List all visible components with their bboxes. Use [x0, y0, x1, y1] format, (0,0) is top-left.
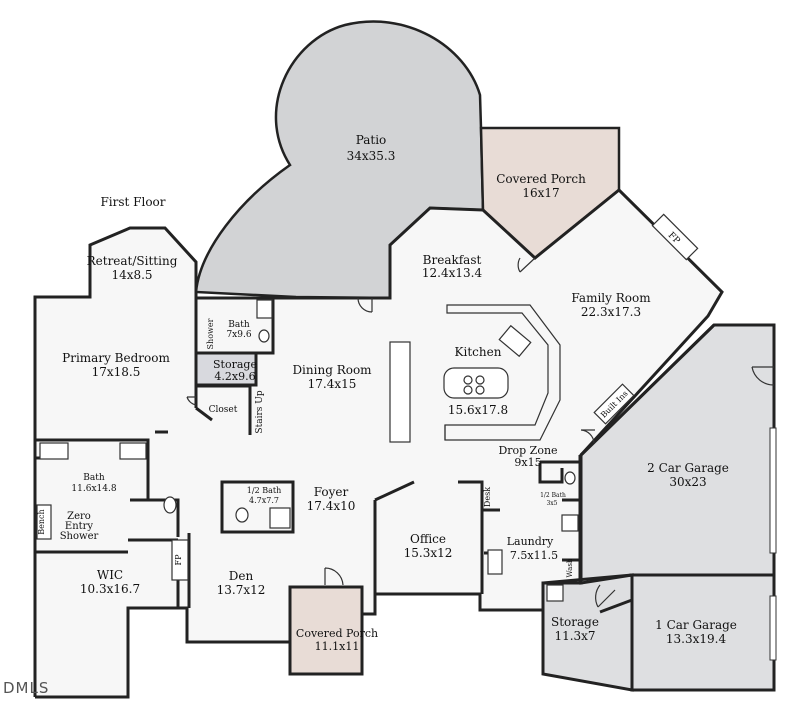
vanity-sink-1	[39, 442, 69, 460]
fireplace-family	[651, 213, 699, 261]
bath-primary-label: Bath	[83, 473, 105, 483]
kitchen-label: Kitchen	[455, 345, 502, 359]
laundry-dims: 7.5x11.5	[510, 549, 558, 562]
storage-small-box	[194, 351, 258, 387]
zero-entry-line1: Zero	[67, 511, 91, 522]
built-ins-box	[593, 383, 635, 425]
one-car-garage-dims: 13.3x19.4	[666, 632, 727, 646]
half-bath-sink	[269, 507, 291, 529]
interior-area	[35, 190, 722, 697]
watermark: DMLS	[3, 679, 49, 697]
storage-garage-dims: 11.3x7	[554, 629, 595, 643]
foyer-dims: 17.4x10	[307, 499, 356, 513]
patio-area	[194, 20, 485, 300]
laundry-toilet	[564, 471, 576, 485]
bath-small-dims: 7x9.6	[226, 330, 251, 340]
storage-garage-area	[541, 573, 634, 692]
covered-porch-rear-label: Covered Porch	[496, 172, 586, 186]
breakfast-label: Breakfast	[423, 253, 482, 267]
den-dims: 13.7x12	[217, 583, 266, 597]
den-label: Den	[229, 569, 254, 583]
fireplace-den	[171, 539, 189, 581]
two-car-garage-dims: 30x23	[669, 475, 706, 489]
shower-label: Shower	[206, 318, 215, 349]
vanity-sink-2	[119, 442, 147, 460]
garage-window-2	[769, 595, 777, 661]
patio-dims: 34x35.3	[347, 149, 396, 163]
kitchen-dims: 15.6x17.8	[448, 403, 508, 417]
storage-garage-unit	[546, 584, 564, 602]
laundry-label: Laundry	[507, 535, 554, 548]
closet-label: Closet	[209, 405, 238, 415]
floor-label: First Floor	[100, 195, 165, 209]
fp-den-label: FP	[174, 554, 183, 566]
retreat-dims: 14x8.5	[111, 268, 152, 282]
wic-label: WIC	[97, 568, 123, 582]
primary-bedroom-label: Primary Bedroom	[62, 351, 170, 365]
dining-room-label: Dining Room	[292, 363, 372, 377]
zero-entry-line2: Entry	[65, 521, 94, 532]
desk-label: Desk	[483, 487, 492, 507]
half-bath-toilet	[235, 507, 249, 523]
half-bath-foyer-dims: 4.7x7.7	[249, 496, 279, 505]
dining-room-dims: 17.4x15	[308, 377, 357, 391]
one-car-garage-label: 1 Car Garage	[655, 618, 737, 632]
family-room-label: Family Room	[571, 291, 651, 305]
wash-label: Wash	[566, 558, 574, 577]
kitchen-island	[443, 367, 509, 399]
covered-porch-front-dims: 11.1x11	[315, 640, 360, 653]
toilet-primary	[163, 496, 177, 514]
office-label: Office	[410, 532, 446, 546]
half-bath-foyer-label: 1/2 Bath	[247, 486, 281, 495]
breakfast-dims: 12.4x13.4	[422, 266, 483, 280]
wic-dims: 10.3x16.7	[80, 582, 140, 596]
bath-primary-dims: 11.6x14.8	[71, 484, 116, 494]
family-room-dims: 22.3x17.3	[581, 305, 641, 319]
two-car-garage-label: 2 Car Garage	[647, 461, 729, 475]
storage-small-dims: 4.2x9.6	[214, 370, 255, 383]
foyer-label: Foyer	[314, 485, 349, 499]
bench-box	[36, 504, 52, 540]
bench-label: Bench	[37, 509, 46, 534]
dining-buffet	[389, 341, 411, 443]
bath-small-sink	[256, 299, 273, 319]
laundry-sink	[561, 514, 579, 532]
retreat-label: Retreat/Sitting	[87, 254, 178, 268]
half-bath-laundry-dims: 3x5	[546, 500, 557, 507]
bath-small-label: Bath	[228, 320, 250, 330]
kitchen-sink	[498, 324, 532, 358]
door-swings	[186, 257, 775, 608]
drop-zone-label: Drop Zone	[498, 444, 557, 457]
garage-window-1	[769, 427, 777, 554]
zero-entry-line3: Shower	[60, 531, 99, 542]
covered-porch-front-label: Covered Porch	[296, 627, 378, 640]
primary-bedroom-dims: 17x18.5	[92, 365, 141, 379]
patio-label: Patio	[356, 133, 387, 147]
stairs-label: Stairs Up	[255, 390, 265, 433]
covered-porch-rear-dims: 16x17	[522, 186, 559, 200]
cooktop-icon	[463, 375, 485, 395]
covered-porch-front-area	[288, 585, 364, 676]
half-bath-laundry-label: 1/2 Bath	[540, 492, 566, 499]
drop-zone-dims: 9x15	[514, 456, 541, 469]
storage-garage-label: Storage	[551, 615, 599, 629]
office-dims: 15.3x12	[404, 546, 453, 560]
laundry-machine	[487, 549, 503, 575]
storage-small-label: Storage	[213, 358, 257, 371]
bath-small-toilet	[258, 329, 270, 343]
